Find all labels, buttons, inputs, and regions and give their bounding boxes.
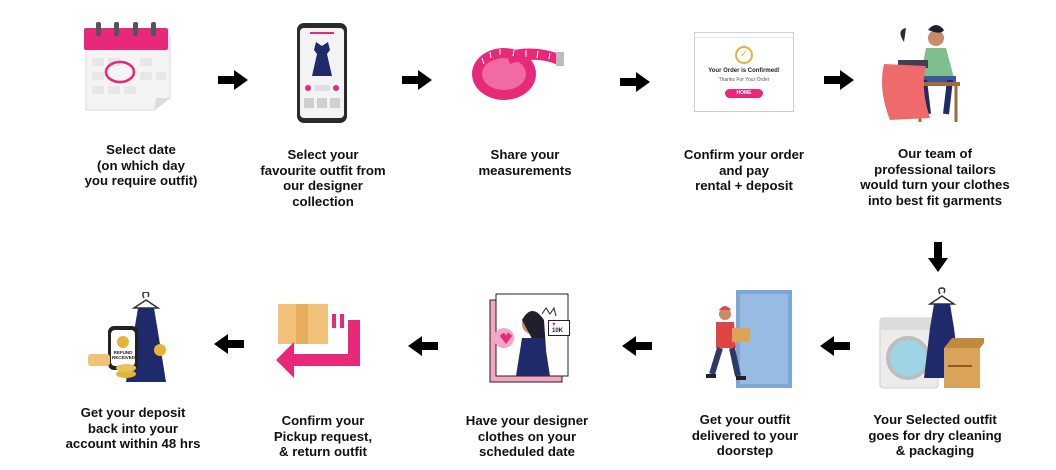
likes-badge: ♥ 10K: [548, 320, 570, 336]
step-3-caption: Share your measurements: [478, 147, 572, 178]
arrow-right-icon: [218, 70, 248, 90]
arrow-right-icon: [620, 72, 650, 92]
calendar-icon: [84, 22, 171, 111]
step-7-caption: Get your outfit delivered to your doorst…: [691, 412, 799, 458]
likes-count: 10K: [552, 328, 564, 334]
delivery-icon: [706, 290, 792, 388]
dry-cleaning-icon: [879, 287, 984, 389]
order-confirmed-subtitle: Thanks For Your Order: [718, 77, 770, 83]
arrow-left-icon: [820, 336, 850, 356]
arrow-left-icon: [214, 334, 244, 354]
phone-dress-icon: [297, 23, 347, 123]
step-8-caption: Have your designer clothes on your sched…: [465, 413, 589, 459]
step-4-caption: Confirm your order and pay rental + depo…: [683, 147, 805, 193]
check-circle-icon: ✓: [735, 46, 753, 64]
arrow-right-icon: [824, 70, 854, 90]
order-confirmed-title: Your Order is Confirmed!: [708, 68, 780, 74]
arrow-down-icon: [928, 242, 948, 272]
wearing-outfit-icon: ♥ 10K: [482, 290, 570, 386]
home-button: HOME: [725, 89, 763, 98]
arrow-left-icon: [408, 336, 438, 356]
step-9-caption: Confirm your Pickup request, & return ou…: [273, 413, 373, 459]
tailor-icon: [882, 25, 960, 122]
refund-received-label: REFUND RECEIVED: [112, 350, 136, 360]
step-2-caption: Select your favourite outfit from our de…: [260, 147, 386, 209]
step-6-caption: Your Selected outfit goes for dry cleani…: [868, 412, 1002, 458]
outfit-illustration: [489, 293, 569, 383]
order-confirmed-icon: ✓ Your Order is Confirmed! Thanks For Yo…: [694, 32, 794, 112]
refund-icon: REFUND RECEIVED: [86, 292, 178, 386]
return-box-icon: [276, 304, 360, 378]
measuring-tape-icon: [472, 48, 564, 100]
step-10-caption: Get your deposit back into your account …: [65, 405, 201, 451]
step-1-caption: Select date (on which day you require ou…: [84, 142, 198, 188]
arrow-right-icon: [402, 70, 432, 90]
step-5-caption: Our team of professional tailors would t…: [860, 146, 1010, 208]
refund-illustration: [88, 292, 166, 382]
arrow-left-icon: [622, 336, 652, 356]
window-bar: [695, 33, 793, 38]
